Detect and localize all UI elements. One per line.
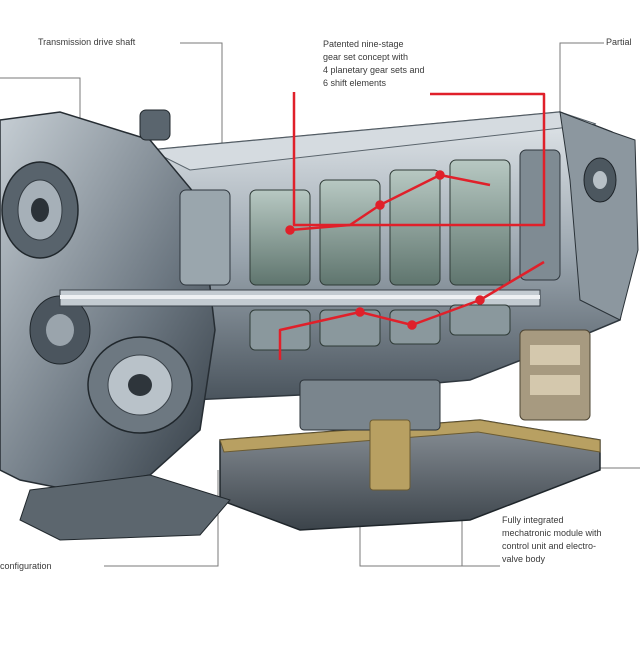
case-top-ridge bbox=[148, 111, 597, 171]
planetary-gear-sets bbox=[179, 149, 561, 351]
label-line: Patented nine-stage bbox=[323, 39, 404, 49]
label-line: mechatronic module with bbox=[502, 528, 602, 538]
label-line: 6 shift elements bbox=[323, 78, 387, 88]
power-flow-path bbox=[278, 92, 546, 360]
torque-converter bbox=[1, 161, 193, 434]
flow-lower bbox=[278, 260, 545, 360]
label-transmission-drive-shaft: Transmission drive shaft bbox=[38, 36, 135, 49]
label-line: Transmission drive shaft bbox=[38, 37, 136, 47]
leader-drive-shaft bbox=[180, 42, 223, 170]
label-partial: Partial bbox=[606, 36, 632, 49]
breather-cap bbox=[139, 109, 171, 141]
label-line: 4 planetary gear sets and bbox=[323, 65, 425, 75]
flow-callout bbox=[292, 92, 546, 227]
transmission-housing bbox=[0, 109, 639, 541]
label-line: Partial bbox=[606, 37, 632, 47]
label-line: control unit and electro- bbox=[502, 541, 597, 551]
label-gear-set-concept: Patented nine-stage gear set concept wit… bbox=[323, 38, 425, 90]
label-line: Fully integrated bbox=[502, 515, 564, 525]
label-line: configuration bbox=[0, 561, 52, 571]
label-line: valve body bbox=[502, 554, 546, 564]
label-configuration: configuration bbox=[0, 560, 52, 573]
label-line: gear set concept with bbox=[323, 52, 409, 62]
housing-foot bbox=[19, 474, 231, 541]
leader-partial bbox=[559, 42, 604, 112]
output-flange bbox=[559, 111, 639, 321]
label-mechatronic-module: Fully integrated mechatronic module with… bbox=[502, 514, 602, 566]
mechatronic-module bbox=[299, 329, 591, 491]
